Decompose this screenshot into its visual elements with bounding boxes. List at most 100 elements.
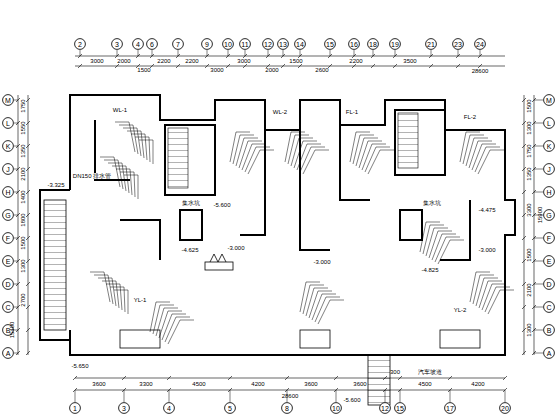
axis-bubble: F bbox=[543, 232, 555, 244]
axis-circle-outline bbox=[119, 403, 130, 414]
dimension: 1750 bbox=[526, 144, 532, 157]
axis-bubble: 24 bbox=[474, 38, 486, 50]
dim-tick bbox=[448, 376, 452, 380]
axis-leader bbox=[283, 50, 284, 56]
dim-tick bbox=[78, 64, 82, 68]
dimension: 1400 bbox=[20, 190, 26, 203]
axis-number: L bbox=[543, 120, 555, 127]
leader-line bbox=[438, 240, 450, 264]
balcony-details bbox=[120, 254, 480, 348]
axis-circle-outline bbox=[544, 95, 555, 106]
axis-bubble: 7 bbox=[172, 38, 184, 50]
elevation-mark: -3.000 bbox=[477, 247, 496, 253]
dimension: 1800 bbox=[20, 213, 26, 226]
axis-circle-outline bbox=[453, 39, 464, 50]
leader-line bbox=[469, 141, 478, 168]
axis-circle-outline bbox=[147, 39, 158, 50]
axis-bubble: E bbox=[543, 255, 555, 267]
leader-shelf bbox=[180, 320, 194, 321]
axis-circle-outline bbox=[544, 302, 555, 313]
elevation-mark: -3.325 bbox=[46, 182, 65, 188]
dim-tick bbox=[26, 236, 30, 240]
dim-tick bbox=[522, 351, 526, 355]
axis-circle-outline bbox=[3, 279, 14, 290]
axis-circle-outline bbox=[331, 403, 342, 414]
dim-tick bbox=[352, 64, 356, 68]
leader-shelf bbox=[315, 150, 329, 151]
dim-tick bbox=[522, 259, 526, 263]
axis-bubble: 8 bbox=[281, 402, 293, 414]
dimension: 3300 bbox=[526, 203, 532, 216]
leader-line bbox=[122, 163, 126, 191]
axis-bubble: J bbox=[543, 163, 555, 175]
axis-circle-outline bbox=[544, 164, 555, 175]
leader-shelf bbox=[108, 163, 122, 164]
dim-tick bbox=[429, 64, 433, 68]
leader-shelf bbox=[500, 290, 514, 291]
leader-line bbox=[233, 135, 240, 164]
axis-bubble: A bbox=[543, 347, 555, 359]
axis-leader bbox=[124, 390, 125, 402]
axis-leader bbox=[14, 284, 18, 285]
leader-shelf bbox=[356, 132, 370, 133]
axis-circle-outline bbox=[3, 256, 14, 267]
axis-circle-outline bbox=[544, 141, 555, 152]
leader-shelf bbox=[168, 311, 182, 312]
axis-bubble: 1 bbox=[69, 402, 81, 414]
axis-number: L bbox=[2, 120, 14, 127]
axis-bubble: A bbox=[2, 347, 14, 359]
leader-shelf bbox=[139, 140, 153, 141]
axis-leader bbox=[14, 307, 18, 308]
dimension: 300 bbox=[390, 369, 400, 375]
dimension: 3600 bbox=[92, 381, 105, 387]
leader-shelf bbox=[90, 272, 104, 273]
axis-circle-outline bbox=[544, 187, 555, 198]
leader-line bbox=[460, 132, 466, 162]
axis-number: J bbox=[2, 166, 14, 173]
leader-shelf bbox=[252, 144, 266, 145]
axis-leader bbox=[458, 50, 459, 56]
axis-leader bbox=[330, 50, 331, 56]
leader-shelf bbox=[176, 317, 190, 318]
axis-leader bbox=[117, 50, 118, 56]
dimension: 2100 bbox=[526, 283, 532, 296]
axis-leader bbox=[268, 50, 269, 56]
leader-line bbox=[362, 144, 372, 170]
axis-leader bbox=[14, 215, 18, 216]
leader-shelf bbox=[490, 150, 504, 151]
dimension: 2700 bbox=[20, 293, 26, 306]
leader-shelf bbox=[160, 305, 174, 306]
dim-tick bbox=[26, 167, 30, 171]
leader-shelf bbox=[482, 144, 496, 145]
elevation-mark: -4.825 bbox=[420, 267, 439, 273]
axis-circle-outline bbox=[544, 233, 555, 244]
axis-circle-outline bbox=[240, 39, 251, 50]
leader-shelf bbox=[326, 297, 340, 298]
leader-shelf bbox=[131, 134, 145, 135]
axis-number: E bbox=[2, 258, 14, 265]
axis-leader bbox=[75, 390, 76, 402]
leader-line bbox=[356, 138, 364, 166]
leader-shelf bbox=[106, 284, 120, 285]
axis-leader bbox=[354, 50, 355, 56]
axis-number: D bbox=[2, 281, 14, 288]
axis-leader bbox=[534, 284, 543, 285]
axis-number: 8 bbox=[281, 405, 293, 412]
axis-leader bbox=[450, 390, 451, 402]
leader-line bbox=[129, 122, 135, 152]
leader-line bbox=[479, 281, 488, 308]
axis-number: H bbox=[2, 189, 14, 196]
walls bbox=[40, 95, 515, 355]
leader-shelf bbox=[364, 138, 378, 139]
dim-tick bbox=[371, 64, 375, 68]
axis-bubble: 4 bbox=[132, 38, 144, 50]
dimension: 2600 bbox=[315, 67, 328, 73]
dimension: 3000 bbox=[237, 58, 250, 64]
dimension: 1750 bbox=[20, 99, 26, 112]
axis-bubble: 15 bbox=[324, 38, 336, 50]
leader-line bbox=[104, 272, 110, 302]
axis-circle-outline bbox=[263, 39, 274, 50]
axis-circle-outline bbox=[3, 302, 14, 313]
dim-tick bbox=[522, 213, 526, 217]
dimension-ticks bbox=[16, 54, 536, 392]
